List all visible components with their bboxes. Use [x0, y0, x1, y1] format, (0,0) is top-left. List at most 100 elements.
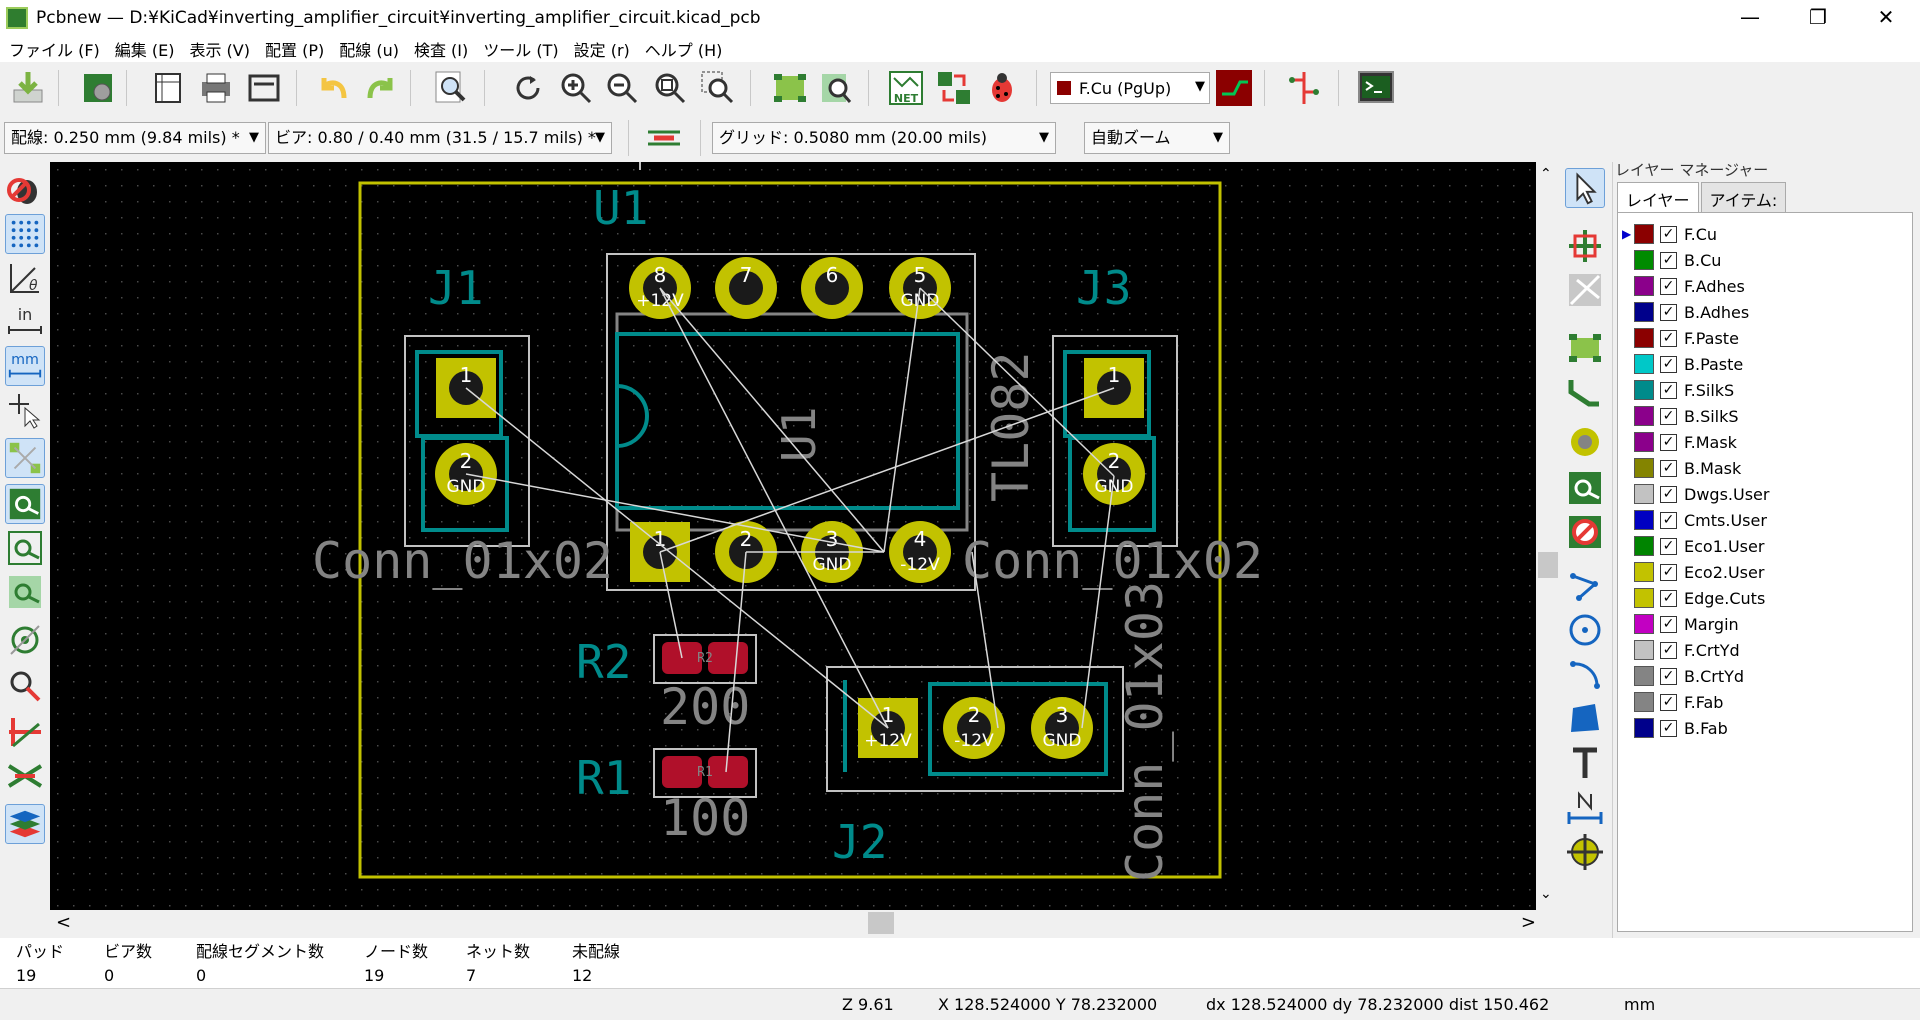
show-ratsnest-icon[interactable] — [5, 438, 45, 478]
layer-visibility-checkbox[interactable]: ✓ — [1660, 381, 1677, 399]
layer-color-swatch[interactable] — [1634, 224, 1654, 244]
layer-row-b-paste[interactable]: ✓B.Paste — [1618, 351, 1908, 377]
layer-selector[interactable]: F.Cu (PgUp) ▼ — [1050, 72, 1210, 104]
print-icon[interactable] — [196, 68, 236, 108]
scroll-right-icon[interactable]: > — [1520, 912, 1536, 933]
track-autowidth-icon[interactable] — [644, 118, 684, 158]
python-console-icon[interactable] — [1356, 68, 1396, 108]
polar-coords-icon[interactable]: θ — [5, 258, 45, 298]
layer-color-swatch[interactable] — [1634, 588, 1654, 608]
draw-line-icon[interactable] — [1565, 566, 1605, 606]
layer-row-margin[interactable]: ✓Margin — [1618, 611, 1908, 637]
r1-footprint[interactable]: R1 — [662, 756, 748, 788]
zone-fill-display-icon[interactable] — [5, 484, 45, 524]
keepout-area-icon[interactable] — [1565, 512, 1605, 552]
close-button[interactable]: ✕ — [1877, 5, 1895, 29]
local-ratsnest-icon[interactable] — [1565, 270, 1605, 310]
update-pcb-icon[interactable] — [934, 68, 974, 108]
layer-visibility-checkbox[interactable]: ✓ — [1660, 251, 1677, 269]
layer-row-eco1-user[interactable]: ✓Eco1.User — [1618, 533, 1908, 559]
layer-visibility-checkbox[interactable]: ✓ — [1660, 433, 1677, 451]
draw-circle-icon[interactable] — [1565, 610, 1605, 650]
add-via-icon[interactable] — [1565, 422, 1605, 462]
layer-alignment-target-icon[interactable] — [1565, 832, 1605, 872]
layer-row-f-silks[interactable]: ✓F.SilkS — [1618, 377, 1908, 403]
layer-color-swatch[interactable] — [1634, 562, 1654, 582]
layer-visibility-checkbox[interactable]: ✓ — [1660, 355, 1677, 373]
layer-visibility-checkbox[interactable]: ✓ — [1660, 459, 1677, 477]
layer-color-swatch[interactable] — [1634, 640, 1654, 660]
horizontal-scrollbar[interactable]: < > — [50, 910, 1560, 938]
zoom-selection-icon[interactable] — [698, 68, 738, 108]
undo-icon[interactable] — [314, 68, 354, 108]
layer-row-cmts-user[interactable]: ✓Cmts.User — [1618, 507, 1908, 533]
layer-visibility-checkbox[interactable]: ✓ — [1660, 667, 1677, 685]
netlist-icon[interactable]: NET — [886, 68, 926, 108]
inch-units-icon[interactable]: in — [5, 302, 45, 342]
save-icon[interactable] — [8, 68, 48, 108]
layer-color-swatch[interactable] — [1634, 328, 1654, 348]
menu-tools[interactable]: ツール (T) — [483, 41, 559, 60]
pad-u1-6[interactable]: 6 — [801, 257, 863, 319]
layer-visibility-checkbox[interactable]: ✓ — [1660, 329, 1677, 347]
zoom-fit-icon[interactable] — [650, 68, 690, 108]
layer-row-b-cu[interactable]: ✓B.Cu — [1618, 247, 1908, 273]
zoom-select[interactable]: 自動ズーム ▼ — [1084, 122, 1230, 154]
menu-inspect[interactable]: 検査 (I) — [413, 41, 469, 60]
select-arrow-icon[interactable] — [1565, 168, 1605, 208]
page-settings-icon[interactable] — [148, 68, 188, 108]
pad-sketch-icon[interactable] — [5, 620, 45, 660]
layer-visibility-checkbox[interactable]: ✓ — [1660, 277, 1677, 295]
scroll-up-icon[interactable]: ⌃ — [1540, 166, 1552, 182]
route-track-icon[interactable] — [1565, 374, 1605, 414]
layer-row-f-mask[interactable]: ✓F.Mask — [1618, 429, 1908, 455]
layer-row-b-mask[interactable]: ✓B.Mask — [1618, 455, 1908, 481]
layer-visibility-checkbox[interactable]: ✓ — [1660, 407, 1677, 425]
redraw-icon[interactable] — [508, 68, 548, 108]
layer-pair-icon[interactable] — [1214, 68, 1254, 108]
layer-row-f-fab[interactable]: ✓F.Fab — [1618, 689, 1908, 715]
layers-manager-icon[interactable] — [5, 804, 45, 844]
plot-icon[interactable] — [244, 68, 284, 108]
zone-outline-icon[interactable] — [5, 528, 45, 568]
add-footprint-icon[interactable] — [1565, 328, 1605, 368]
zoom-in-icon[interactable] — [556, 68, 596, 108]
layer-row-f-adhes[interactable]: ✓F.Adhes — [1618, 273, 1908, 299]
layer-color-swatch[interactable] — [1634, 666, 1654, 686]
horizontal-scroll-thumb[interactable] — [868, 912, 894, 934]
layer-row-f-cu[interactable]: ▶✓F.Cu — [1618, 221, 1908, 247]
pad-u1-4[interactable]: 4-12V — [889, 521, 951, 583]
layer-color-swatch[interactable] — [1634, 484, 1654, 504]
mm-units-icon[interactable]: mm — [5, 346, 45, 386]
pad-j2-1[interactable]: 1+12V — [858, 698, 918, 758]
layer-color-swatch[interactable] — [1634, 406, 1654, 426]
pad-u1-7[interactable]: 7 — [715, 257, 777, 319]
layer-visibility-checkbox[interactable]: ✓ — [1660, 589, 1677, 607]
layer-visibility-checkbox[interactable]: ✓ — [1660, 719, 1677, 737]
via-sketch-icon[interactable] — [5, 666, 45, 706]
layer-row-f-paste[interactable]: ✓F.Paste — [1618, 325, 1908, 351]
tab-layers[interactable]: レイヤー — [1617, 182, 1699, 212]
layer-visibility-checkbox[interactable]: ✓ — [1660, 563, 1677, 581]
draw-polygon-icon[interactable] — [1565, 698, 1605, 738]
maximize-button[interactable]: ❐ — [1809, 5, 1827, 29]
layer-color-swatch[interactable] — [1634, 458, 1654, 478]
layer-visibility-checkbox[interactable]: ✓ — [1660, 225, 1677, 243]
redo-icon[interactable] — [360, 68, 400, 108]
layer-visibility-checkbox[interactable]: ✓ — [1660, 693, 1677, 711]
cursor-shape-icon[interactable] — [5, 390, 45, 430]
zoom-out-icon[interactable] — [602, 68, 642, 108]
layer-visibility-checkbox[interactable]: ✓ — [1660, 537, 1677, 555]
layer-visibility-checkbox[interactable]: ✓ — [1660, 511, 1677, 529]
layer-row-b-adhes[interactable]: ✓B.Adhes — [1618, 299, 1908, 325]
drc-off-icon[interactable] — [5, 170, 45, 210]
vertical-scroll-thumb[interactable] — [1538, 552, 1558, 578]
layer-color-swatch[interactable] — [1634, 536, 1654, 556]
minimize-button[interactable]: — — [1740, 5, 1760, 29]
layer-color-swatch[interactable] — [1634, 432, 1654, 452]
scroll-left-icon[interactable]: < — [56, 912, 72, 933]
footprint-viewer-icon[interactable] — [816, 68, 856, 108]
layer-color-swatch[interactable] — [1634, 250, 1654, 270]
